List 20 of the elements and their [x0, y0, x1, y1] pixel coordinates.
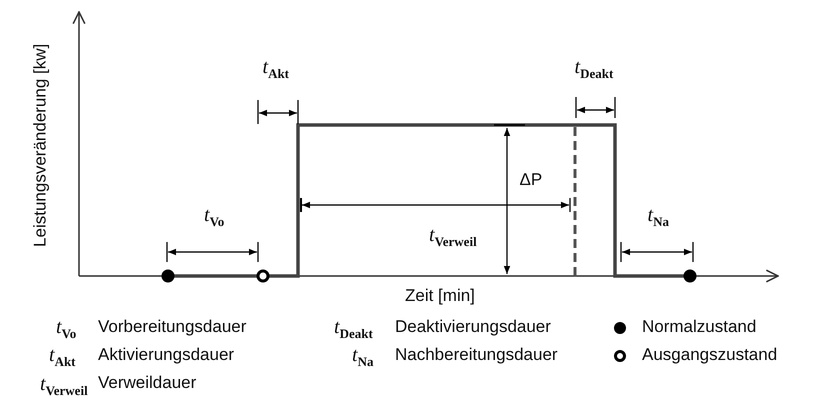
symbol-label: t$_{Vo}$	[56, 316, 76, 341]
symbol-label: t$_{Akt}$	[262, 56, 290, 81]
symbol-label: t$_{Deakt}$	[334, 316, 373, 341]
symbol-label: t$_{Verweil}$	[40, 372, 88, 398]
axis-title: Leistungsveränderung [kw]	[30, 43, 50, 246]
legend-text: Nachbereitungsdauer	[395, 346, 558, 364]
symbol-label: t$_{Na}$	[352, 344, 374, 369]
symbol-label: t$_{Verweil}$	[429, 224, 477, 249]
legend-text: Vorbereitungsdauer	[98, 318, 246, 336]
legend-text: Ausgangszustand	[642, 346, 778, 364]
legend-text: Aktivierungsdauer	[98, 346, 234, 364]
axis-title: Zeit [min]	[405, 286, 475, 306]
legend-text: Verweildauer	[98, 374, 196, 392]
symbol-label: t$_{Deakt}$	[574, 56, 614, 81]
symbol-label: ΔP	[520, 170, 542, 190]
symbol-label: t$_{Na}$	[648, 204, 669, 229]
symbol-label: t$_{Vo}$	[204, 204, 224, 229]
symbol-label: t$_{Akt}$	[49, 344, 76, 369]
legend-text: Deaktivierungsdauer	[395, 318, 551, 336]
legend-text: Normalzustand	[642, 318, 756, 336]
